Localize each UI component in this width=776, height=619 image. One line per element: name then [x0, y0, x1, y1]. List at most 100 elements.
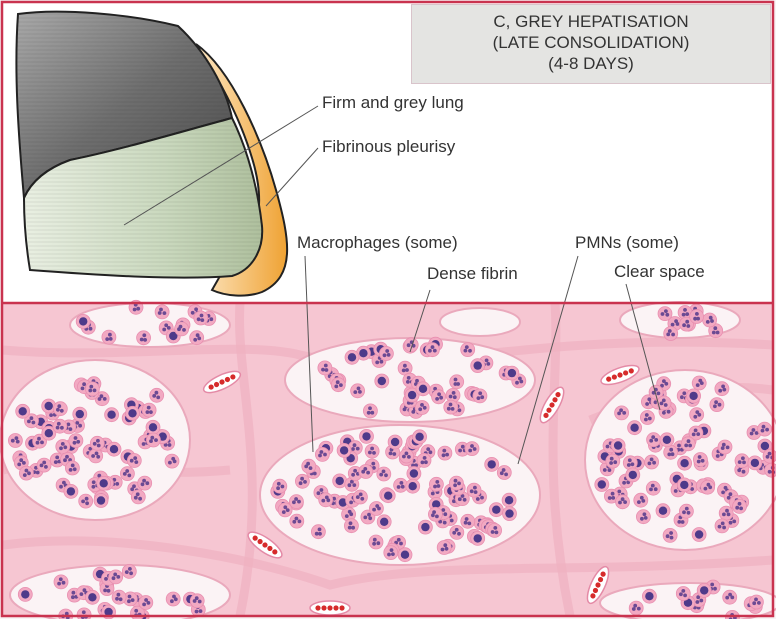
nucleus-lobe — [454, 378, 458, 382]
nucleus-lobe — [402, 455, 406, 459]
nucleus-lobe — [351, 447, 355, 451]
nucleus-lobe — [168, 461, 172, 465]
red-blood-cell — [339, 605, 344, 610]
pmn-cell — [102, 330, 116, 344]
nucleus-lobe — [447, 407, 451, 411]
nucleus-lobe — [200, 318, 204, 322]
nucleus — [419, 385, 427, 393]
nucleus-lobe — [96, 439, 100, 443]
nucleus-lobe — [179, 325, 183, 329]
nucleus-lobe — [732, 520, 736, 524]
nucleus-lobe — [283, 505, 287, 509]
nucleus-lobe — [721, 522, 725, 526]
nucleus-lobe — [465, 517, 469, 521]
nucleus-lobe — [198, 600, 202, 604]
nucleus-lobe — [141, 482, 145, 486]
nucleus-lobe — [182, 328, 186, 332]
nucleus — [348, 353, 356, 361]
pmn-cell — [369, 535, 383, 549]
pmn-cell — [165, 454, 179, 468]
nucleus-lobe — [27, 420, 31, 424]
nucleus-lobe — [465, 345, 469, 349]
nucleus-lobe — [649, 439, 653, 443]
pmn-cell — [89, 449, 103, 463]
nucleus-lobe — [645, 402, 649, 406]
nucleus-lobe — [57, 404, 61, 408]
pmn-cell — [19, 466, 33, 480]
nucleus-lobe — [696, 600, 700, 604]
nucleus-lobe — [648, 462, 652, 466]
nucleus-lobe — [453, 483, 457, 487]
nucleus-lobe — [318, 532, 322, 536]
nucleus-lobe — [368, 451, 372, 455]
nucleus-lobe — [768, 452, 772, 456]
nucleus-lobe — [443, 512, 447, 516]
nucleus-lobe — [651, 484, 655, 488]
nucleus-lobe — [709, 316, 713, 320]
pmn-cell — [647, 433, 661, 447]
nucleus-lobe — [191, 311, 195, 315]
nucleus-lobe — [372, 508, 376, 512]
pmn-cell — [437, 541, 451, 555]
nucleus-lobe — [69, 468, 73, 472]
nucleus-lobe — [334, 385, 338, 389]
nucleus-lobe — [125, 469, 129, 473]
nucleus-lobe — [321, 499, 325, 503]
nucleus-lobe — [147, 406, 151, 410]
nucleus-lobe — [442, 449, 446, 453]
nucleus-lobe — [158, 311, 162, 315]
nucleus-lobe — [42, 461, 46, 465]
nucleus-lobe — [455, 528, 459, 532]
nucleus — [630, 424, 638, 432]
nucleus-lobe — [367, 411, 371, 415]
pmn-cell — [690, 408, 704, 422]
pmn-cell — [735, 454, 749, 468]
pmn-cell — [400, 449, 414, 463]
nucleus-lobe — [357, 387, 361, 391]
nucleus-lobe — [200, 314, 204, 318]
nucleus-lobe — [371, 462, 375, 466]
nucleus-lobe — [454, 382, 458, 386]
pmn-cell — [693, 453, 707, 467]
nucleus-lobe — [27, 471, 31, 475]
nucleus-lobe — [695, 312, 699, 316]
nucleus-lobe — [431, 492, 435, 496]
nucleus-lobe — [69, 427, 73, 431]
nucleus-lobe — [457, 482, 461, 486]
nucleus-lobe — [451, 407, 455, 411]
nucleus-lobe — [765, 428, 769, 432]
nucleus-lobe — [445, 547, 449, 551]
nucleus-lobe — [162, 328, 166, 332]
nucleus — [107, 411, 115, 419]
nucleus-lobe — [112, 576, 116, 580]
nucleus-lobe — [491, 530, 495, 534]
pmn-cell — [615, 406, 629, 420]
nucleus-lobe — [295, 517, 299, 521]
nucleus-lobe — [407, 343, 411, 347]
nucleus-lobe — [352, 483, 356, 487]
nucleus-lobe — [722, 513, 726, 517]
nucleus-lobe — [351, 526, 355, 530]
nucleus-lobe — [433, 349, 437, 353]
nucleus-lobe — [623, 500, 627, 504]
nucleus-lobe — [353, 443, 357, 447]
nucleus-lobe — [89, 385, 93, 389]
nucleus-lobe — [680, 395, 684, 399]
nucleus-lobe — [431, 345, 435, 349]
nucleus-lobe — [637, 500, 641, 504]
nucleus-lobe — [387, 553, 391, 557]
nucleus-lobe — [628, 458, 632, 462]
nucleus-lobe — [25, 469, 29, 473]
nucleus-lobe — [370, 447, 374, 451]
nucleus-lobe — [657, 392, 661, 396]
nucleus-lobe — [100, 394, 104, 398]
nucleus-lobe — [376, 541, 380, 545]
pmn-cell — [190, 331, 204, 345]
nucleus-lobe — [128, 567, 132, 571]
nucleus-lobe — [670, 536, 674, 540]
nucleus-lobe — [294, 497, 298, 501]
nucleus-lobe — [688, 444, 692, 448]
nucleus-lobe — [134, 460, 138, 464]
nucleus-lobe — [445, 453, 449, 457]
nucleus-lobe — [379, 473, 383, 477]
